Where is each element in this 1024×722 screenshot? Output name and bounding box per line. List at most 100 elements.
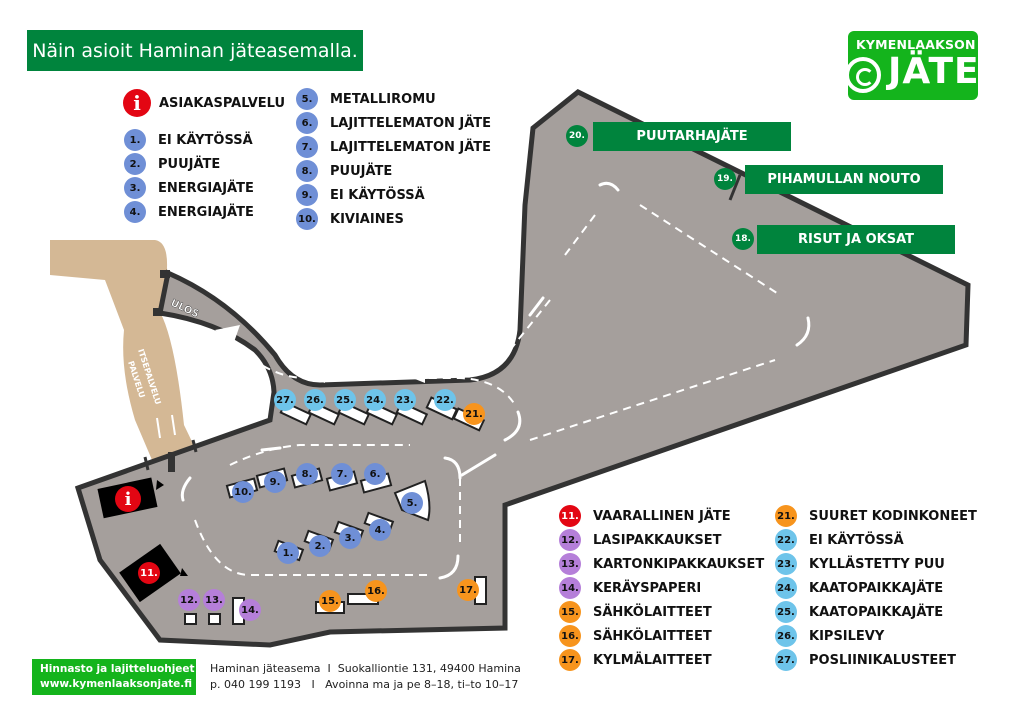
- map-marker-16: 16.: [365, 580, 387, 602]
- footer-link-line1: Hinnasto ja lajitteluohjeet: [40, 663, 195, 675]
- legend-item: 2. PUUJÄTE: [124, 152, 254, 176]
- legend-badge: 1.: [124, 129, 146, 151]
- map-marker-13: 13.: [203, 589, 225, 611]
- recycle-leaf-icon: [845, 57, 881, 93]
- legend-badge: 15.: [559, 601, 581, 623]
- map-marker-1: 1.: [277, 542, 299, 564]
- map-marker-22: 22.: [434, 389, 456, 411]
- legend-badge: 26.: [775, 625, 797, 647]
- legend-item: 7. LAJITTELEMATON JÄTE: [296, 135, 491, 159]
- legend-label: SUURET KODINKONEET: [809, 508, 977, 524]
- legend-label: EI KÄYTÖSSÄ: [158, 132, 253, 148]
- map-marker-8: 8.: [296, 463, 318, 485]
- legend-left: 1. EI KÄYTÖSSÄ 2. PUUJÄTE 3.ENERGIAJÄTE 4.…: [124, 128, 254, 224]
- legend-label: KAATOPAIKKAJÄTE: [809, 580, 944, 596]
- logo-main-text: JÄTE: [888, 51, 980, 92]
- legend-badge: 25.: [775, 601, 797, 623]
- sign-soil-pickup: PIHAMULLAN NOUTO: [745, 165, 943, 194]
- map-marker-7: 7.: [331, 463, 353, 485]
- legend-label: VAARALLINEN JÄTE: [593, 508, 731, 524]
- legend-badge: 7.: [296, 136, 318, 158]
- footer-address: Haminan jäteasema I Suokalliontie 131, 4…: [210, 662, 521, 675]
- legend-label: SÄHKÖLAITTEET: [593, 604, 712, 620]
- legend-badge: 22.: [775, 529, 797, 551]
- sign-badge: 19.: [714, 168, 736, 190]
- legend-badge: 12.: [559, 529, 581, 551]
- map-marker-9: 9.: [264, 471, 286, 493]
- legend-label: ENERGIAJÄTE: [158, 204, 254, 220]
- kymenlaakson-jate-logo[interactable]: KYMENLAAKSON JÄTE: [845, 31, 980, 100]
- legend-label: LASIPAKKAUKSET: [593, 532, 722, 548]
- legend-label: KAATOPAIKKAJÄTE: [809, 604, 944, 620]
- legend-badge: 16.: [559, 625, 581, 647]
- legend-label: KIVIAINES: [330, 211, 404, 227]
- legend-item: 9. EI KÄYTÖSSÄ: [296, 183, 491, 207]
- map-marker-15: 15.: [319, 590, 341, 612]
- footer-contact: Haminan jäteasema I Suokalliontie 131, 4…: [210, 661, 521, 693]
- legend-label: PUUJÄTE: [158, 156, 221, 172]
- legend-badge: 6.: [296, 112, 318, 134]
- legend-badge: 17.: [559, 649, 581, 671]
- map-marker-25: 25.: [334, 389, 356, 411]
- sign-garden-waste: PUUTARHAJÄTE: [593, 122, 791, 151]
- legend-label: KERÄYSPAPERI: [593, 580, 702, 596]
- legend-badge: 21.: [775, 505, 797, 527]
- legend-badge: 27.: [775, 649, 797, 671]
- legend-badge: 9.: [296, 184, 318, 206]
- legend-right: 5. METALLIROMU 6.LAJITTELEMATON JÄTE 7. LA…: [296, 87, 491, 231]
- legend-item: 15. SÄHKÖLAITTEET: [559, 600, 764, 624]
- map-marker-21: 21.: [463, 403, 485, 425]
- legend-badge: 8.: [296, 160, 318, 182]
- map-marker-23: 23.: [394, 389, 416, 411]
- legend-item: 4. ENERGIAJÄTE: [124, 200, 254, 224]
- legend-item: 10. KIVIAINES: [296, 207, 491, 231]
- map-marker-12: 12.: [178, 589, 200, 611]
- map-marker-26: 26.: [304, 389, 326, 411]
- logo-top-text: KYMENLAAKSON: [856, 37, 976, 52]
- legend-badge: 13.: [559, 553, 581, 575]
- legend-badge: 11.: [559, 505, 581, 527]
- legend-badge: 4.: [124, 201, 146, 223]
- map-info-icon: i: [115, 486, 141, 512]
- legend-label: METALLIROMU: [330, 91, 436, 107]
- sign-badge: 18.: [732, 228, 754, 250]
- map-marker-4: 4.: [369, 519, 391, 541]
- legend-item: 17.KYLMÄLAITTEET: [559, 648, 764, 672]
- legend-item: 23.KYLLÄSTETTY PUU: [775, 552, 977, 576]
- turn-arrows: [180, 181, 811, 580]
- legend-item: 11. VAARALLINEN JÄTE: [559, 504, 764, 528]
- legend-label: LAJITTELEMATON JÄTE: [330, 139, 492, 155]
- legend-item: 14.KERÄYSPAPERI: [559, 576, 764, 600]
- down-arrows: [156, 414, 176, 439]
- legend-badge: 5.: [296, 88, 318, 110]
- gate-post: [153, 308, 163, 316]
- legend-item: 5. METALLIROMU: [296, 87, 491, 111]
- map-marker-24: 24.: [364, 389, 386, 411]
- legend-item: 21. SUURET KODINKONEET: [775, 504, 977, 528]
- legend-item: 16.SÄHKÖLAITTEET: [559, 624, 764, 648]
- footer-website-link[interactable]: www.kymenlaaksonjate.fi: [40, 678, 193, 690]
- legend-item: 22.EI KÄYTÖSSÄ: [775, 528, 977, 552]
- legend-badge: 2.: [124, 153, 146, 175]
- gate-post: [168, 452, 175, 472]
- footer-link-box[interactable]: Hinnasto ja lajitteluohjeet www.kymenlaa…: [32, 659, 196, 695]
- legend-label: KYLLÄSTETTY PUU: [809, 556, 945, 572]
- direction-arrows: [215, 325, 425, 383]
- legend-label: EI KÄYTÖSSÄ: [330, 187, 425, 203]
- map-marker-14: 14.: [239, 599, 261, 621]
- legend-info: i ASIAKASPALVELU: [123, 89, 285, 117]
- legend-label: KARTONKIPAKKAUKSET: [593, 556, 765, 572]
- legend-item: 27.POSLIINIKALUSTEET: [775, 648, 977, 672]
- legend-item: 25. KAATOPAIKKAJÄTE: [775, 600, 977, 624]
- legend-item: 6.LAJITTELEMATON JÄTE: [296, 111, 491, 135]
- gate-post: [160, 270, 170, 278]
- legend-item: 24.KAATOPAIKKAJÄTE: [775, 576, 977, 600]
- legend-label: ASIAKASPALVELU: [159, 95, 286, 111]
- legend-item: 3.ENERGIAJÄTE: [124, 176, 254, 200]
- map-marker-11: 11.: [138, 562, 160, 584]
- legend-bottom-b: 21. SUURET KODINKONEET 22.EI KÄYTÖSSÄ 23.…: [775, 504, 977, 672]
- info-icon: i: [123, 89, 151, 117]
- map-marker-5: 5.: [401, 492, 423, 514]
- legend-item: 26.KIPSILEVY: [775, 624, 977, 648]
- legend-badge: 10.: [296, 208, 318, 230]
